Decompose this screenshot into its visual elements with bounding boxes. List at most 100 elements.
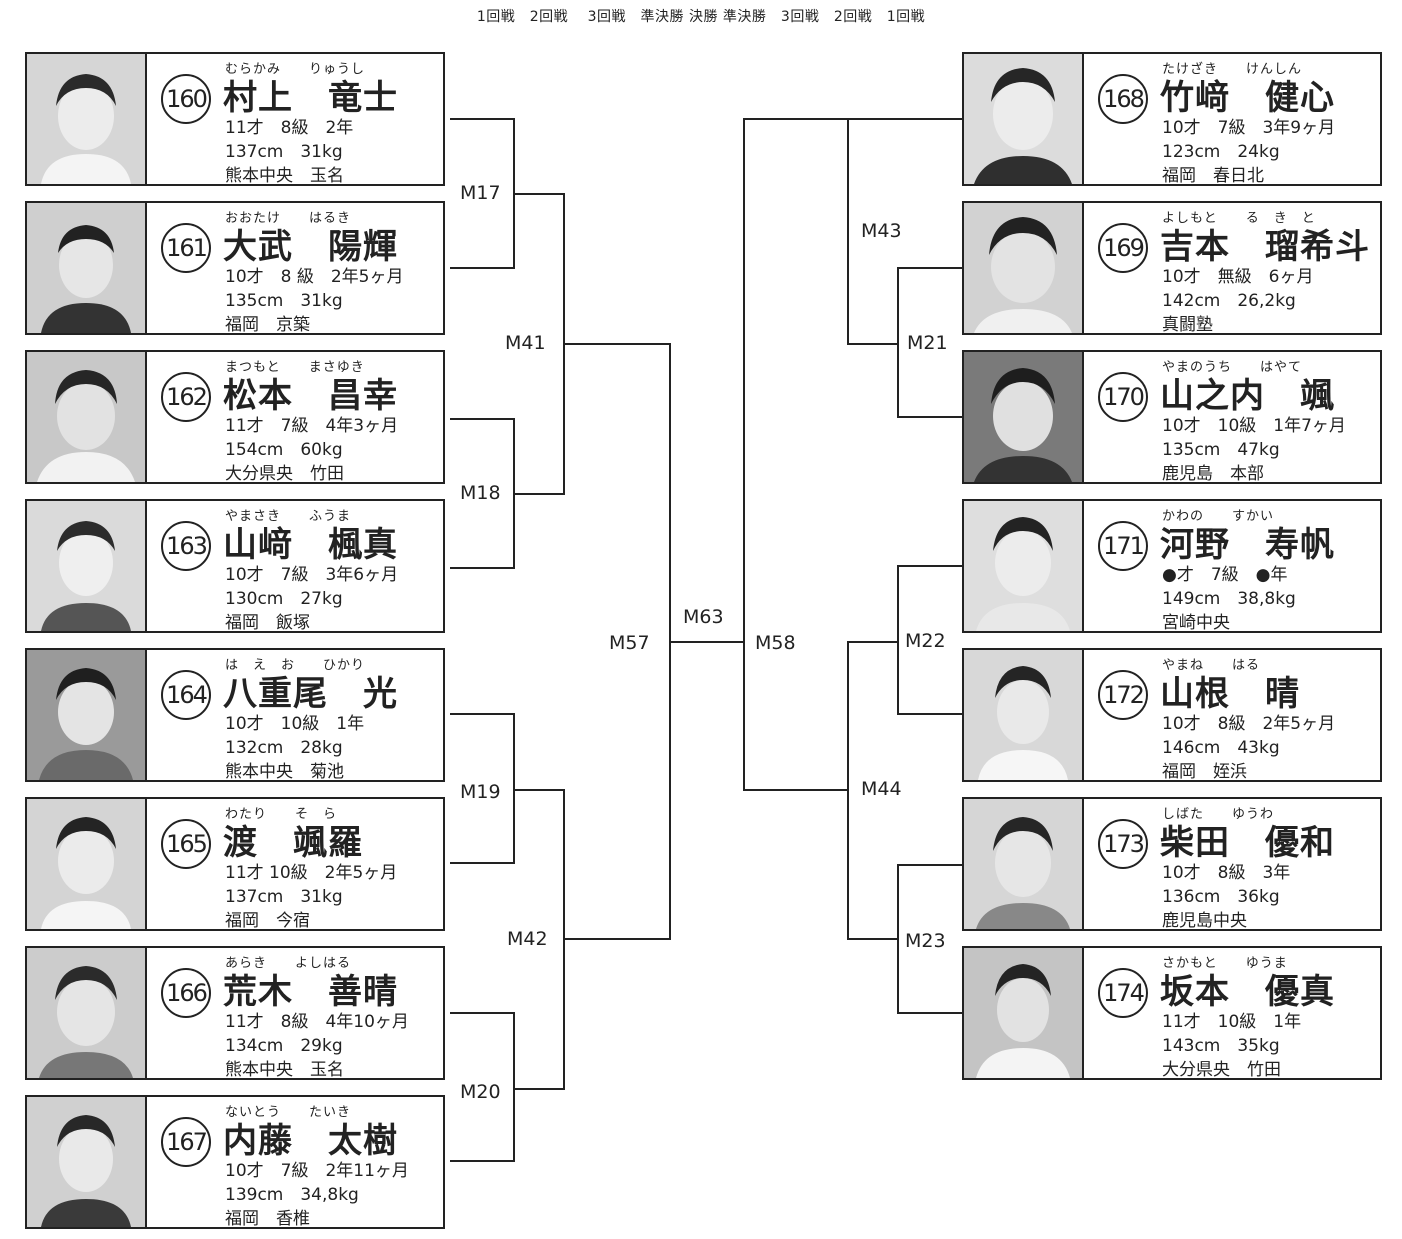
competitor-height-weight: 132cm 28kg xyxy=(225,738,343,758)
competitor-kana: さかもと ゆうま xyxy=(1162,956,1288,971)
match-M42: M42 xyxy=(505,928,550,950)
competitor-photo xyxy=(964,352,1084,482)
competitor-card-166: 166 あらき よしはる 荒木 善晴 11才 8級 4年10ヶ月 134cm 2… xyxy=(25,946,445,1080)
competitor-photo xyxy=(964,203,1084,333)
competitor-age-grade: 10才 無級 6ヶ月 xyxy=(1162,267,1314,287)
competitor-card-165: 165 わたり そ ら 渡 颯羅 11才 10級 2年5ヶ月 137cm 31k… xyxy=(25,797,445,931)
competitor-dojo: 福岡 飯塚 xyxy=(225,613,310,633)
competitor-age-grade: 11才 8級 2年 xyxy=(225,118,354,138)
competitor-age-grade: 10才 7級 3年6ヶ月 xyxy=(225,565,399,585)
competitor-number: 168 xyxy=(1098,74,1148,124)
competitor-kana: ないとう たいき xyxy=(225,1105,352,1120)
competitor-age-grade: 11才 7級 4年3ヶ月 xyxy=(225,416,399,436)
competitor-name: 渡 颯羅 xyxy=(223,823,363,863)
match-M20: M20 xyxy=(458,1081,503,1103)
competitor-photo xyxy=(964,799,1084,929)
competitor-name: 村上 竜士 xyxy=(223,78,398,118)
competitor-dojo: 熊本中央 玉名 xyxy=(225,1060,344,1080)
competitor-card-173: 173 しばた ゆうわ 柴田 優和 10才 8級 3年 136cm 36kg 鹿… xyxy=(962,797,1382,931)
competitor-photo xyxy=(964,501,1084,631)
competitor-height-weight: 135cm 31kg xyxy=(225,291,343,311)
competitor-height-weight: 143cm 35kg xyxy=(1162,1036,1280,1056)
competitor-height-weight: 137cm 31kg xyxy=(225,887,343,907)
match-M22: M22 xyxy=(903,630,948,652)
competitor-kana: あらき よしはる xyxy=(225,956,352,971)
competitor-name: 吉本 瑠希斗 xyxy=(1160,227,1370,267)
competitor-number: 165 xyxy=(161,819,211,869)
competitor-height-weight: 154cm 60kg xyxy=(225,440,343,460)
competitor-card-174: 174 さかもと ゆうま 坂本 優真 11才 10級 1年 143cm 35kg… xyxy=(962,946,1382,1080)
competitor-name: 山之内 颯 xyxy=(1160,376,1335,416)
competitor-card-168: 168 たけざき けんしん 竹﨑 健心 10才 7級 3年9ヶ月 123cm 2… xyxy=(962,52,1382,186)
match-M58: M58 xyxy=(753,632,798,654)
competitor-name: 坂本 優真 xyxy=(1160,972,1335,1012)
competitor-height-weight: 137cm 31kg xyxy=(225,142,343,162)
competitor-card-162: 162 まつもと まさゆき 松本 昌幸 11才 7級 4年3ヶ月 154cm 6… xyxy=(25,350,445,484)
competitor-height-weight: 142cm 26,2kg xyxy=(1162,291,1296,311)
competitor-photo xyxy=(27,948,147,1078)
competitor-age-grade: 10才 8 級 2年5ヶ月 xyxy=(225,267,404,287)
competitor-dojo: 大分県央 竹田 xyxy=(225,464,344,484)
competitor-photo xyxy=(27,1097,147,1227)
competitor-number: 163 xyxy=(161,521,211,571)
match-M43: M43 xyxy=(859,220,904,242)
competitor-height-weight: 123cm 24kg xyxy=(1162,142,1280,162)
competitor-card-170: 170 やまのうち はやて 山之内 颯 10才 10級 1年7ヶ月 135cm … xyxy=(962,350,1382,484)
competitor-kana: しばた ゆうわ xyxy=(1162,807,1275,822)
competitor-kana: おおたけ はるき xyxy=(225,211,352,226)
competitor-name: 松本 昌幸 xyxy=(223,376,398,416)
competitor-dojo: 真闘塾 xyxy=(1162,315,1213,335)
competitor-kana: やまのうち はやて xyxy=(1162,360,1303,375)
competitor-age-grade: 10才 8級 2年5ヶ月 xyxy=(1162,714,1336,734)
competitor-height-weight: 146cm 43kg xyxy=(1162,738,1280,758)
competitor-age-grade: 10才 7級 3年9ヶ月 xyxy=(1162,118,1336,138)
competitor-card-161: 161 おおたけ はるき 大武 陽輝 10才 8 級 2年5ヶ月 135cm 3… xyxy=(25,201,445,335)
competitor-dojo: 福岡 春日北 xyxy=(1162,166,1264,186)
competitor-name: 竹﨑 健心 xyxy=(1160,78,1335,118)
round-header: 1回戦 2回戦 3回戦 準決勝 決勝 準決勝 3回戦 2回戦 1回戦 xyxy=(476,9,926,25)
competitor-age-grade: 10才 10級 1年7ヶ月 xyxy=(1162,416,1346,436)
competitor-dojo: 福岡 香椎 xyxy=(225,1209,310,1229)
competitor-photo xyxy=(27,203,147,333)
competitor-number: 173 xyxy=(1098,819,1148,869)
competitor-height-weight: 149cm 38,8kg xyxy=(1162,589,1296,609)
competitor-card-163: 163 やまさき ふうま 山﨑 楓真 10才 7級 3年6ヶ月 130cm 27… xyxy=(25,499,445,633)
competitor-dojo: 熊本中央 菊池 xyxy=(225,762,344,782)
competitor-photo xyxy=(27,501,147,631)
competitor-number: 164 xyxy=(161,670,211,720)
match-M44: M44 xyxy=(859,778,904,800)
competitor-dojo: 福岡 姪浜 xyxy=(1162,762,1247,782)
competitor-number: 174 xyxy=(1098,968,1148,1018)
competitor-card-164: 164 は え お ひかり 八重尾 光 10才 10級 1年 132cm 28k… xyxy=(25,648,445,782)
competitor-photo xyxy=(964,650,1084,780)
competitor-photo xyxy=(27,352,147,482)
competitor-dojo: 福岡 京築 xyxy=(225,315,310,335)
competitor-card-167: 167 ないとう たいき 内藤 太樹 10才 7級 2年11ヶ月 139cm 3… xyxy=(25,1095,445,1229)
competitor-dojo: 鹿児島 本部 xyxy=(1162,464,1264,484)
competitor-kana: たけざき けんしん xyxy=(1162,62,1303,77)
competitor-name: 内藤 太樹 xyxy=(223,1121,398,1161)
competitor-age-grade: 10才 7級 2年11ヶ月 xyxy=(225,1161,409,1181)
competitor-name: 大武 陽輝 xyxy=(223,227,398,267)
competitor-number: 170 xyxy=(1098,372,1148,422)
match-M57: M57 xyxy=(607,632,652,654)
competitor-number: 162 xyxy=(161,372,211,422)
match-M41: M41 xyxy=(503,332,548,354)
competitor-kana: よしもと る き と xyxy=(1162,211,1316,226)
competitor-dojo: 宮崎中央 xyxy=(1162,613,1230,633)
competitor-number: 169 xyxy=(1098,223,1148,273)
competitor-dojo: 鹿児島中央 xyxy=(1162,911,1247,931)
competitor-name: 荒木 善晴 xyxy=(223,972,398,1012)
competitor-number: 160 xyxy=(161,74,211,124)
competitor-age-grade: 11才 10級 2年5ヶ月 xyxy=(225,863,398,883)
match-M18: M18 xyxy=(458,482,503,504)
competitor-kana: は え お ひかり xyxy=(225,658,366,673)
competitor-height-weight: 139cm 34,8kg xyxy=(225,1185,359,1205)
competitor-kana: やまね はる xyxy=(1162,658,1261,673)
competitor-height-weight: 136cm 36kg xyxy=(1162,887,1280,907)
competitor-photo xyxy=(964,948,1084,1078)
competitor-height-weight: 134cm 29kg xyxy=(225,1036,343,1056)
competitor-number: 167 xyxy=(161,1117,211,1167)
competitor-kana: まつもと まさゆき xyxy=(225,360,365,375)
